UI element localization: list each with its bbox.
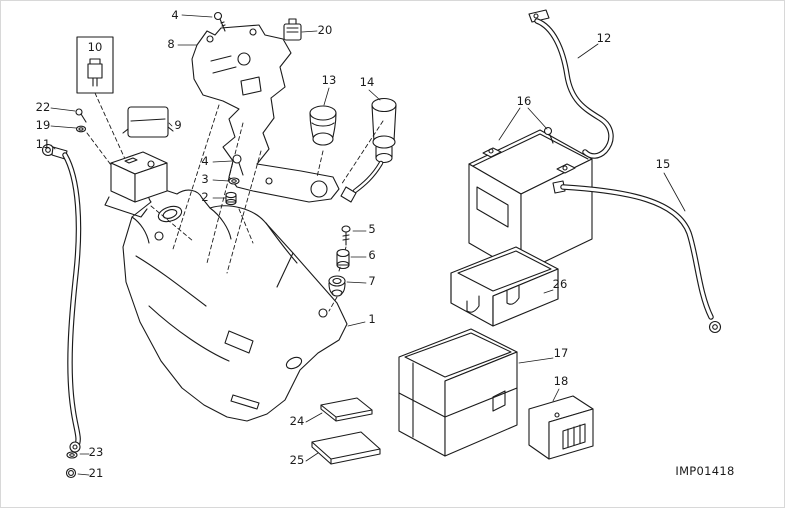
part-label-5: 5 bbox=[368, 222, 375, 236]
part-label-16: 16 bbox=[517, 94, 532, 108]
support-bracket-drawing bbox=[191, 24, 340, 203]
part-label-20: 20 bbox=[318, 23, 333, 37]
part-label-22: 22 bbox=[36, 100, 51, 114]
leader-lines bbox=[50, 14, 686, 476]
part-label-4-top: 4 bbox=[171, 8, 178, 22]
positive-cable-drawing bbox=[528, 9, 614, 159]
part-label-15: 15 bbox=[656, 157, 671, 171]
part-label-3: 3 bbox=[201, 172, 208, 186]
part-label-26: 26 bbox=[553, 277, 568, 291]
part-label-25: 25 bbox=[290, 453, 305, 467]
part-label-7: 7 bbox=[368, 274, 375, 288]
part-label-21: 21 bbox=[89, 466, 104, 480]
part-label-11: 11 bbox=[36, 137, 51, 151]
relay-drawing bbox=[104, 151, 168, 218]
battery-tray-drawing bbox=[450, 246, 559, 327]
diagram-code: IMP01418 bbox=[675, 464, 734, 478]
connector-drawing bbox=[283, 18, 302, 41]
part-label-23: 23 bbox=[89, 445, 104, 459]
battery-drawing bbox=[468, 126, 593, 274]
part-label-9: 9 bbox=[174, 118, 181, 132]
washer-bolt-bottom-drawing bbox=[65, 451, 78, 479]
part-label-12: 12 bbox=[597, 31, 612, 45]
battery-box-drawing bbox=[398, 328, 518, 457]
part-label-24: 24 bbox=[290, 414, 305, 428]
fuse-drawing bbox=[76, 36, 114, 94]
pad-lower-drawing bbox=[311, 431, 381, 465]
part-label-17: 17 bbox=[554, 346, 569, 360]
battery-holder-body-drawing bbox=[122, 188, 348, 422]
part-label-18: 18 bbox=[554, 374, 569, 388]
part-label-8: 8 bbox=[167, 37, 174, 51]
part-label-13: 13 bbox=[322, 73, 337, 87]
ground-cable-drawing bbox=[41, 143, 82, 453]
screw-top-drawing bbox=[213, 11, 226, 32]
part-label-14: 14 bbox=[360, 75, 375, 89]
relay-cover-drawing bbox=[122, 106, 174, 138]
rubber-boot-drawing bbox=[309, 105, 337, 146]
pad-upper-drawing bbox=[320, 397, 373, 422]
mount-stack-drawing bbox=[328, 225, 351, 297]
part-label-10: 10 bbox=[88, 40, 103, 54]
part-label-2: 2 bbox=[201, 190, 208, 204]
part-label-6: 6 bbox=[368, 248, 375, 262]
part-label-1: 1 bbox=[368, 312, 375, 326]
control-unit-drawing bbox=[528, 395, 594, 460]
screw-washer-left-drawing bbox=[75, 108, 87, 133]
starter-cable-drawing bbox=[552, 180, 722, 334]
part-label-19: 19 bbox=[36, 118, 51, 132]
power-socket-drawing bbox=[340, 97, 397, 203]
part-label-4-mid: 4 bbox=[201, 154, 208, 168]
